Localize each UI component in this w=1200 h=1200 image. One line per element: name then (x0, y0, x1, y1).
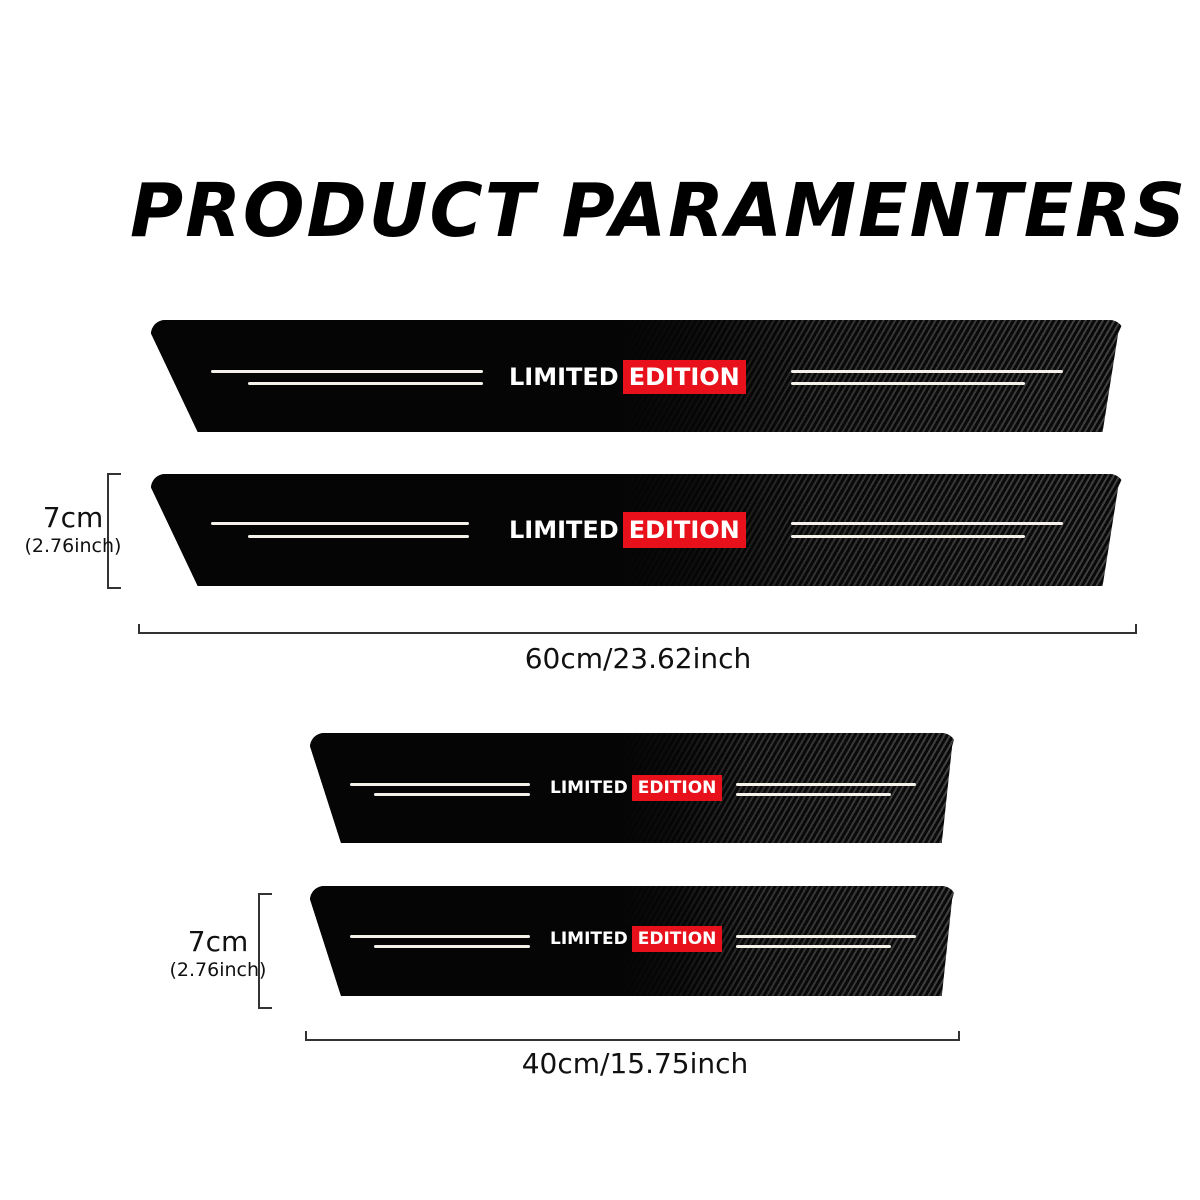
height-cm: 7cm (42, 501, 104, 534)
height-inch: (2.76inch) (169, 959, 267, 981)
limited-edition-badge: LIMITED EDITION (509, 512, 746, 548)
large-height-label: 7cm (2.76inch) (0, 502, 146, 558)
small-height-label: 7cm (2.76inch) (148, 926, 288, 982)
stripe-right-bottom (736, 945, 891, 948)
stripe-right-top (736, 783, 916, 786)
stripe-right-bottom (736, 793, 891, 796)
large-door-sill-plate-1: LIMITED EDITION (151, 320, 1124, 432)
stripe-right-bottom (791, 535, 1025, 538)
badge-edition-text: EDITION (631, 775, 723, 801)
large-width-bracket (138, 624, 1137, 634)
small-width-bracket (305, 1031, 960, 1041)
stripe-left-top (350, 783, 530, 786)
large-door-sill-plate-2: LIMITED EDITION (151, 474, 1124, 586)
badge-edition-text: EDITION (631, 926, 723, 952)
large-width-label: 60cm/23.62inch (524, 642, 752, 675)
badge-edition-text: EDITION (622, 512, 746, 548)
badge-edition-text: EDITION (622, 360, 746, 394)
stripe-left-bottom (248, 535, 469, 538)
limited-edition-badge: LIMITED EDITION (550, 775, 723, 801)
small-width-label: 40cm/15.75inch (521, 1047, 749, 1080)
large-height-bracket (107, 473, 121, 589)
stripe-right-top (791, 370, 1063, 373)
small-door-sill-plate-2: LIMITED EDITION (310, 886, 956, 996)
page-title: PRODUCT PARAMENTERS (130, 168, 1185, 254)
height-inch: (2.76inch) (24, 535, 122, 557)
limited-edition-badge: LIMITED EDITION (509, 360, 746, 394)
stripe-left-bottom (374, 945, 530, 948)
stripe-right-top (736, 935, 916, 938)
stripe-right-top (791, 522, 1063, 525)
badge-limited-text: LIMITED (509, 360, 623, 394)
stripe-left-top (350, 935, 530, 938)
stripe-left-top (211, 370, 483, 373)
small-height-bracket (258, 893, 272, 1009)
height-cm: 7cm (187, 925, 249, 958)
title-word-paramenters: PARAMENTERS (561, 168, 1188, 254)
badge-limited-text: LIMITED (550, 926, 632, 952)
stripe-left-top (211, 522, 469, 525)
stripe-right-bottom (791, 382, 1025, 385)
badge-limited-text: LIMITED (550, 775, 632, 801)
stripe-left-bottom (374, 793, 530, 796)
title-word-product: PRODUCT (130, 168, 537, 254)
limited-edition-badge: LIMITED EDITION (550, 926, 723, 952)
small-door-sill-plate-1: LIMITED EDITION (310, 733, 956, 843)
badge-limited-text: LIMITED (509, 512, 623, 548)
stripe-left-bottom (248, 382, 483, 385)
